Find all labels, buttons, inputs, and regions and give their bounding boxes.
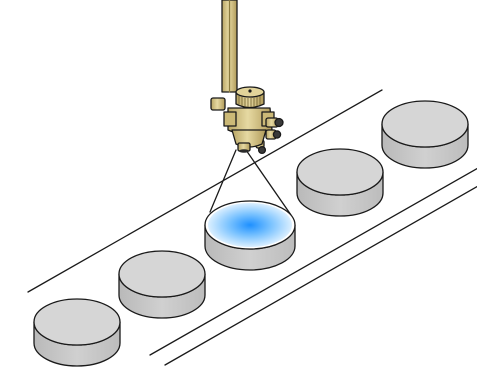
- spray-cone: [209, 149, 292, 216]
- knurl-lines: [238, 96, 261, 107]
- disc-workpiece: [296, 148, 384, 217]
- spray-mist: [208, 203, 292, 247]
- disc-top: [296, 148, 384, 196]
- spray-nozzle: [210, 0, 284, 155]
- conveyor-belt: [27, 89, 477, 366]
- conveyor-back-edge: [27, 89, 383, 293]
- disc-workpiece: [33, 298, 121, 367]
- left-fitting: [210, 97, 226, 111]
- hex-nut: [223, 111, 237, 127]
- conveyor-front-edge-1: [149, 167, 477, 356]
- spray-cone-left: [209, 149, 237, 213]
- disc-workpiece: [381, 100, 469, 169]
- disc-top: [33, 298, 121, 346]
- spray-cone-right: [245, 149, 292, 216]
- disc-workpiece-sprayed: [204, 200, 296, 271]
- disc-top: [118, 250, 206, 298]
- workpiece-row: [33, 100, 469, 367]
- conveyor-front-edge-2: [164, 185, 477, 366]
- disc-top: [381, 100, 469, 148]
- disc-workpiece: [118, 250, 206, 319]
- right-fittings: [255, 117, 284, 155]
